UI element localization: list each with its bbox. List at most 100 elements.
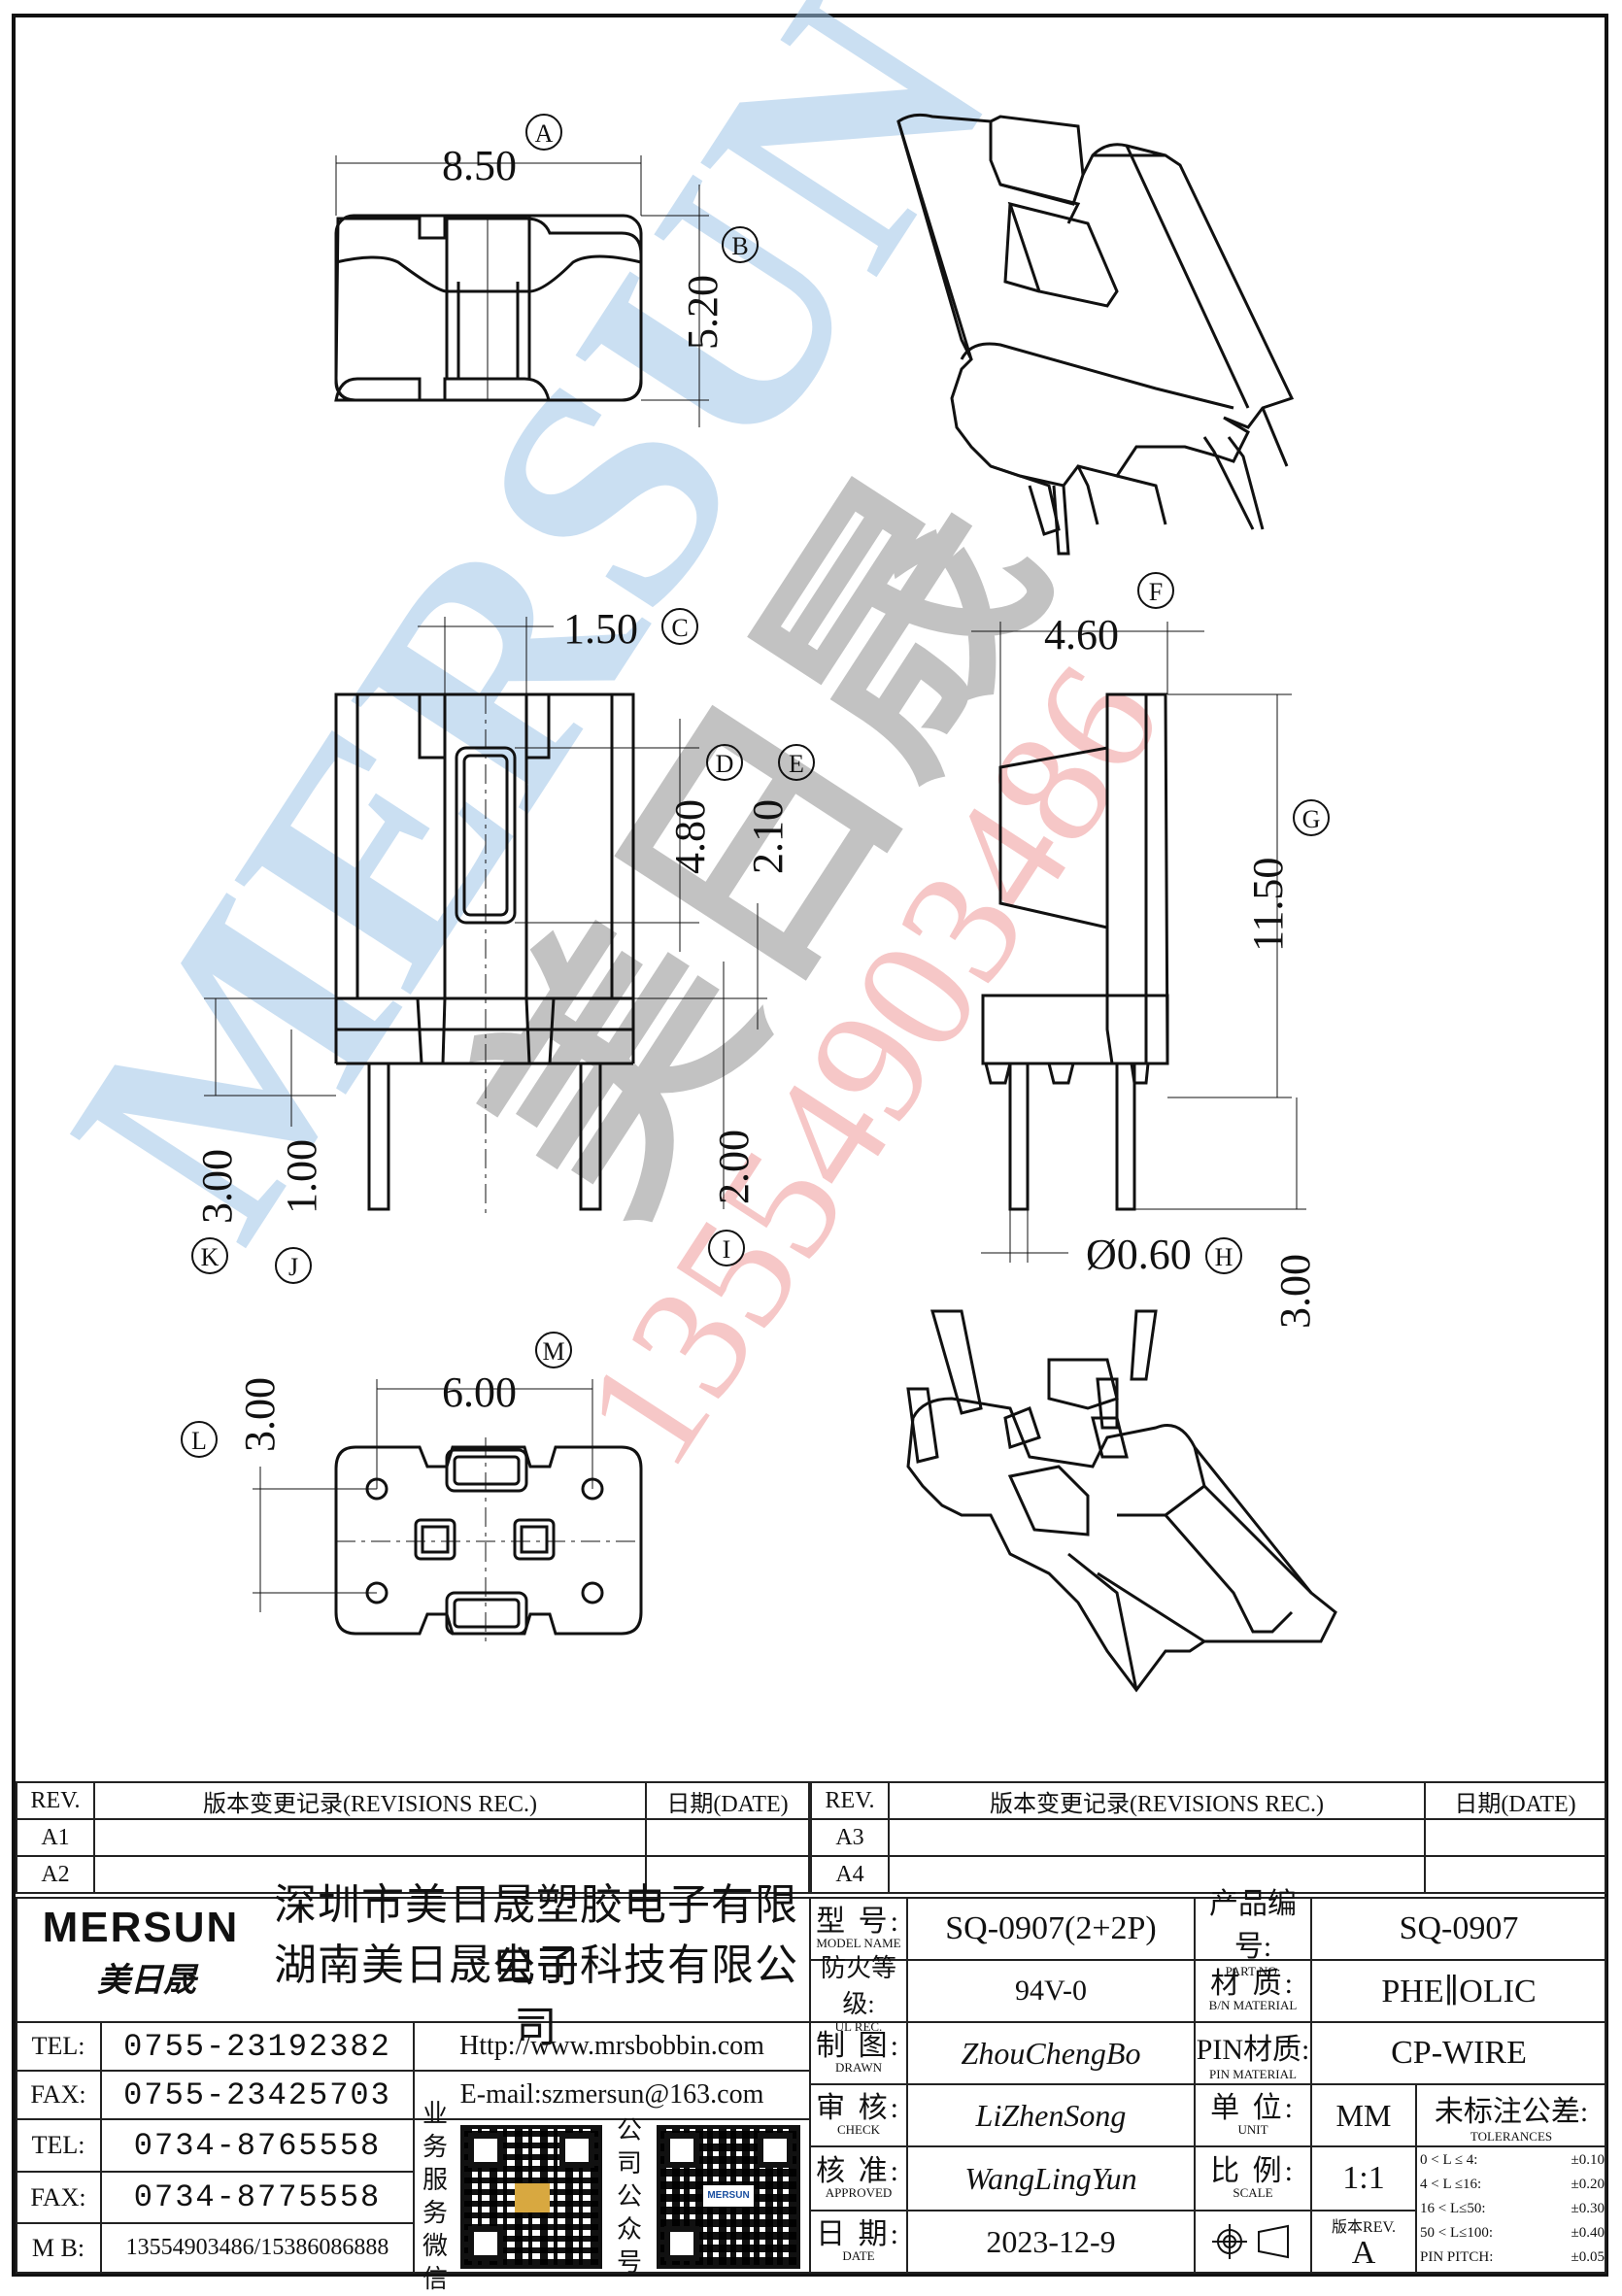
projection-symbol-icon [1212,2224,1289,2259]
spec-model-label: 型 号:MODEL NAME [816,1906,901,1950]
spec-check-label: 审 核:CHECK [816,2092,901,2137]
spec-ul-value: 94V-0 [1015,1975,1087,2007]
tolerance-row: 4 < L ≤16:±0.20 [1420,2177,1605,2192]
dim-b-tag [722,226,759,263]
svg-text:K: K [201,1243,220,1271]
rev-desc-header: 版本变更记录(REVISIONS REC.) [888,1781,1426,1820]
isometric-view-top [896,113,1295,556]
contact-value: 13554903486/15386086888 [125,2235,389,2260]
svg-text:A: A [535,119,554,148]
svg-text:M: M [542,1337,564,1366]
contact-value: 0734-8775558 [133,2179,382,2215]
spec-part-no-value: SQ-0907 [1399,1910,1519,1946]
dim-m-tag [535,1332,572,1368]
email-link[interactable]: E-mail:szmersun@163.com [459,2079,764,2110]
drawing-frame [12,14,1608,2277]
front-view [204,617,767,1214]
spec-date-value: 2023-12-9 [986,2223,1116,2259]
tolerance-row: 50 < L≤100:±0.40 [1420,2225,1605,2241]
qr-left-label: 业务服务微信 [422,2100,448,2293]
title-block: REV. 版本变更记录(REVISIONS REC.) 日期(DATE) A1 … [16,1781,1606,2293]
tolerance-header: 未标注公差:TOLERANCES [1434,2096,1589,2144]
title-block-grid [16,1897,1606,2274]
dim-g-tag [1293,799,1330,836]
rev-cell: A2 [16,1855,95,1894]
rev-date-cell [1424,1818,1606,1857]
dim-h-value: Ø0.60 [1086,1231,1192,1278]
svg-text:D: D [716,750,734,778]
spec-unit-value: MM [1335,2097,1392,2133]
dim-f-value: 4.60 [1044,611,1119,658]
svg-text:I: I [723,1235,731,1264]
spec-ul-label: 防火等级:UL REC. [820,1954,896,2034]
dim-i-tag [708,1230,745,1266]
website-link[interactable]: Http://www.mrsbobbin.com [459,2031,764,2061]
rev-date-cell [1424,1855,1606,1894]
dim-c-tag [661,608,698,645]
dim-b-value: 5.20 [679,275,727,350]
qr-center-badge: MERSUN [703,2185,754,2207]
rev-date-cell [645,1855,810,1894]
isometric-view-bottom [906,1309,1337,1693]
contact-value: 0755-23425703 [123,2077,391,2113]
spec-check-value: LiZhenSong [975,2097,1127,2133]
spec-model-value: SQ-0907(2+2P) [945,1910,1157,1946]
dim-pin-length-value: 3.00 [1271,1254,1319,1329]
svg-text:C: C [671,614,688,642]
dim-l-tag [181,1421,218,1458]
dim-j-value: 1.00 [278,1139,325,1214]
company-name-hunan: 湖南美日晟电子科技有限公司 [274,1941,798,2051]
revision-table-right: REV. 版本变更记录(REVISIONS REC.) 日期(DATE) A3 … [810,1781,1606,1894]
spec-unit-label: 单 位:UNIT [1210,2092,1296,2137]
rev-desc-cell [93,1855,647,1894]
dim-c-value: 1.50 [563,605,638,653]
spec-rev: 版本REV.A [1332,2219,1396,2271]
spec-material-label: 材 质:B/N MATERIAL [1208,1968,1298,2012]
rev-date-cell [645,1818,810,1857]
spec-approved-label: 核 准:APPROVED [816,2155,901,2200]
dim-e-tag [778,744,815,781]
svg-text:L: L [191,1427,207,1455]
spec-drawn-value: ZhouChengBo [961,2035,1141,2071]
dim-d-value: 4.80 [666,799,714,874]
svg-text:J: J [288,1253,298,1281]
spec-date-label: 日 期:DATE [816,2218,901,2263]
dim-d-tag [706,744,743,781]
tolerance-row: 16 < L≤50:±0.30 [1420,2201,1605,2216]
dim-m-value: 6.00 [442,1368,517,1416]
contact-label: TEL: [31,2131,85,2159]
spec-approved-value: WangLingYun [964,2160,1137,2196]
dim-h-tag [1205,1237,1242,1274]
spec-part-no-label: 产品编号:PART NO: [1209,1888,1297,1978]
side-view [971,622,1306,1263]
rev-date-header: 日期(DATE) [645,1781,810,1820]
dim-g-value: 11.50 [1244,858,1292,952]
tolerance-row: PIN PITCH:±0.05 [1420,2249,1605,2265]
dim-i-value: 2.00 [710,1130,758,1204]
rev-header: REV. [16,1781,95,1820]
dim-e-value: 2.10 [744,799,792,874]
dim-k-tag [191,1237,228,1274]
dim-j-tag [275,1247,312,1284]
contact-label: TEL: [31,2032,85,2060]
spec-material-value: PHE∥OLIC [1381,1974,1537,2009]
rev-date-header: 日期(DATE) [1424,1781,1606,1820]
dim-l-value: 3.00 [236,1377,284,1452]
qr-right-label: 公司公众号 [616,2116,642,2277]
spec-scale-value: 1:1 [1342,2160,1385,2196]
top-view [334,155,709,427]
spec-scale-label: 比 例:SCALE [1210,2155,1296,2200]
rev-desc-cell [888,1855,1426,1894]
bottom-view [253,1379,643,1641]
spec-pin-material-value: CP-WIRE [1391,2035,1527,2071]
rev-header: REV. [810,1781,890,1820]
rev-cell: A4 [810,1855,890,1894]
company-logo-cn: 美日晟 [97,1961,196,1999]
qr-code-public-account: MERSUN [657,2125,800,2269]
qr-code-business [460,2125,602,2269]
dim-k-value: 3.00 [193,1149,241,1224]
revision-table-left: REV. 版本变更记录(REVISIONS REC.) 日期(DATE) A1 … [16,1781,810,1894]
technical-drawing: MERSUN 美日晟 13554903486 8.50 A 5.20 B [4,0,1337,1693]
rev-cell: A1 [16,1818,95,1857]
rev-desc-cell [888,1818,1426,1857]
